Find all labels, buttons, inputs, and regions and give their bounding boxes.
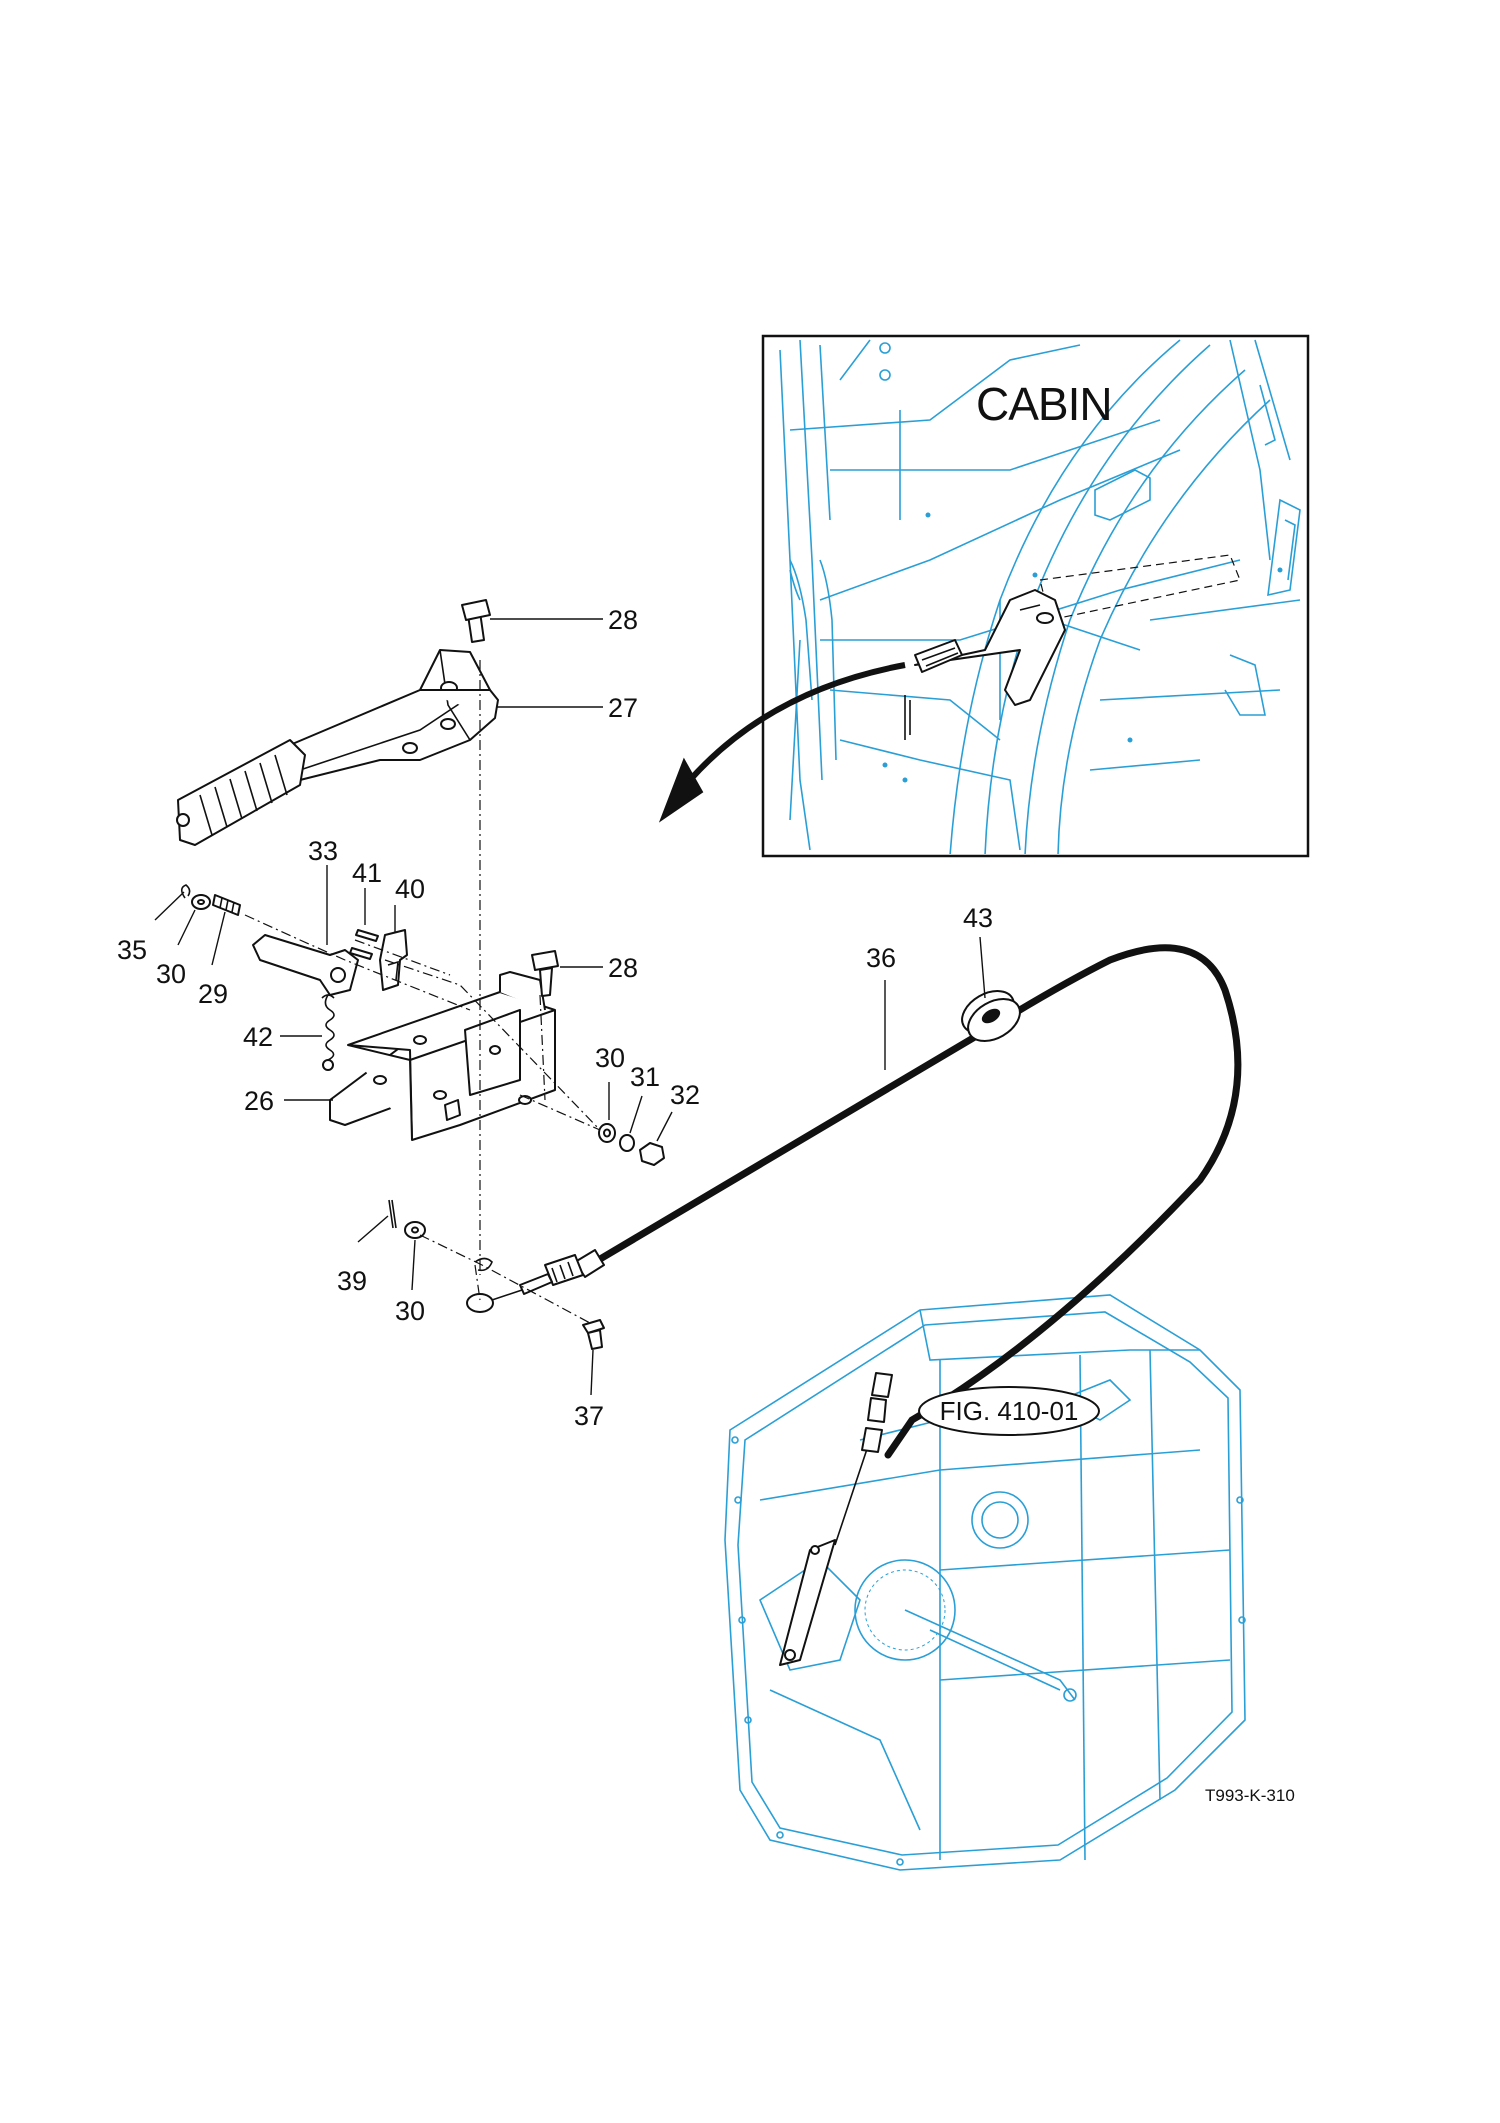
tension-spring (321, 994, 335, 1071)
roll-pin-upper (355, 929, 379, 942)
washer-nut-group (598, 1123, 665, 1166)
assembly-centerlines (244, 660, 601, 1324)
brake-linkage-rod (779, 1372, 893, 1666)
callout-labels: 28 27 33 41 40 35 30 29 42 28 26 30 31 3… (117, 605, 993, 1431)
cable-end-fitting (466, 1249, 605, 1313)
callout-42: 42 (243, 1022, 273, 1052)
drawing-code: T993-K-310 (1205, 1786, 1295, 1805)
callout-30-lower: 30 (395, 1296, 425, 1326)
transmission-housing (724, 1294, 1246, 1871)
pin-washer-clip-group (180, 884, 241, 916)
callout-40: 40 (395, 874, 425, 904)
callout-35: 35 (117, 935, 147, 965)
figure-reference-label: FIG. 410-01 (940, 1396, 1079, 1426)
cable-grommet (961, 990, 1021, 1042)
figure-reference: FIG. 410-01 (918, 1386, 1100, 1436)
cabin-inset: CABIN (761, 334, 1310, 858)
callout-26: 26 (244, 1086, 274, 1116)
callout-27: 27 (608, 693, 638, 723)
cabin-inset-title: CABIN (976, 378, 1112, 430)
callout-37: 37 (574, 1401, 604, 1431)
cabin-structure-drawing (779, 339, 1301, 854)
callout-36: 36 (866, 943, 896, 973)
pawl-plate (252, 934, 359, 996)
parking-brake-lever (176, 599, 499, 846)
switch-part (379, 929, 408, 991)
cotter-washer-clevis (388, 1199, 605, 1350)
lever-bracket (329, 971, 556, 1141)
callout-39: 39 (337, 1266, 367, 1296)
brake-cable (586, 944, 1242, 1459)
callout-33: 33 (308, 836, 338, 866)
bracket-bolt (531, 950, 559, 997)
leader-lines (154, 618, 986, 1396)
callout-41: 41 (352, 858, 382, 888)
callout-43: 43 (963, 903, 993, 933)
callout-31: 31 (630, 1062, 660, 1092)
roll-pin-lower (349, 947, 373, 960)
callout-30-left: 30 (156, 959, 186, 989)
view-arrow (687, 662, 906, 782)
callout-28-bracket: 28 (608, 953, 638, 983)
callout-30-washer: 30 (595, 1043, 625, 1073)
callout-28-top: 28 (608, 605, 638, 635)
callout-32: 32 (670, 1080, 700, 1110)
view-arrow-head (658, 757, 704, 823)
callout-29: 29 (198, 979, 228, 1009)
